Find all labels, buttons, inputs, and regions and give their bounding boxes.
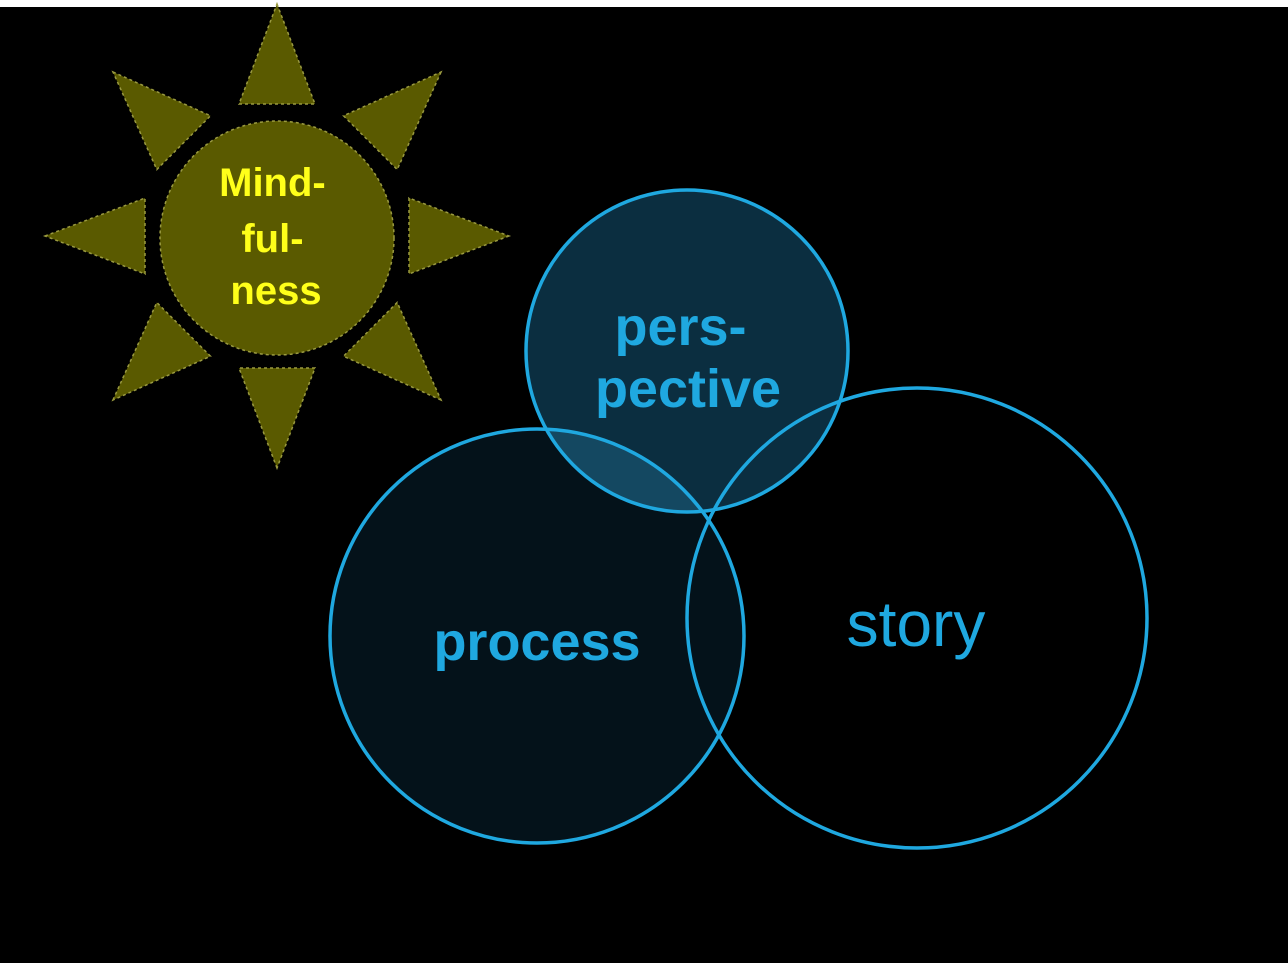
sun-ray	[237, 367, 317, 471]
mindfulness-label-line-3: ness	[230, 269, 321, 313]
mindfulness-label-line-2: ful-	[241, 217, 303, 261]
sun-ray	[42, 196, 146, 276]
sun-ray	[111, 70, 212, 171]
sun-rays	[42, 1, 512, 471]
perspective-circle	[524, 188, 850, 514]
story-label: story	[847, 588, 986, 660]
top-border-strip	[0, 0, 1288, 7]
sun-ray	[237, 1, 317, 105]
perspective-label-line-1: pers-	[614, 297, 746, 357]
perspective-label: pers- pective	[595, 297, 781, 419]
sun-ray	[408, 196, 512, 276]
perspective-circle-fill	[526, 190, 848, 512]
story-circle	[685, 386, 1149, 850]
process-circle-fill	[330, 429, 744, 843]
mindfulness-label-line-1: Mind-	[219, 161, 326, 205]
sun-ray	[342, 70, 443, 171]
sun-ray	[342, 301, 443, 402]
perspective-label-line-2: pective	[595, 359, 781, 419]
process-circle	[328, 427, 746, 845]
mindfulness-label: Mind- ful- ness	[219, 161, 337, 313]
sun-ray	[111, 301, 212, 402]
sun-core	[159, 120, 395, 356]
process-label: process	[433, 612, 640, 672]
sun-icon	[42, 1, 512, 471]
